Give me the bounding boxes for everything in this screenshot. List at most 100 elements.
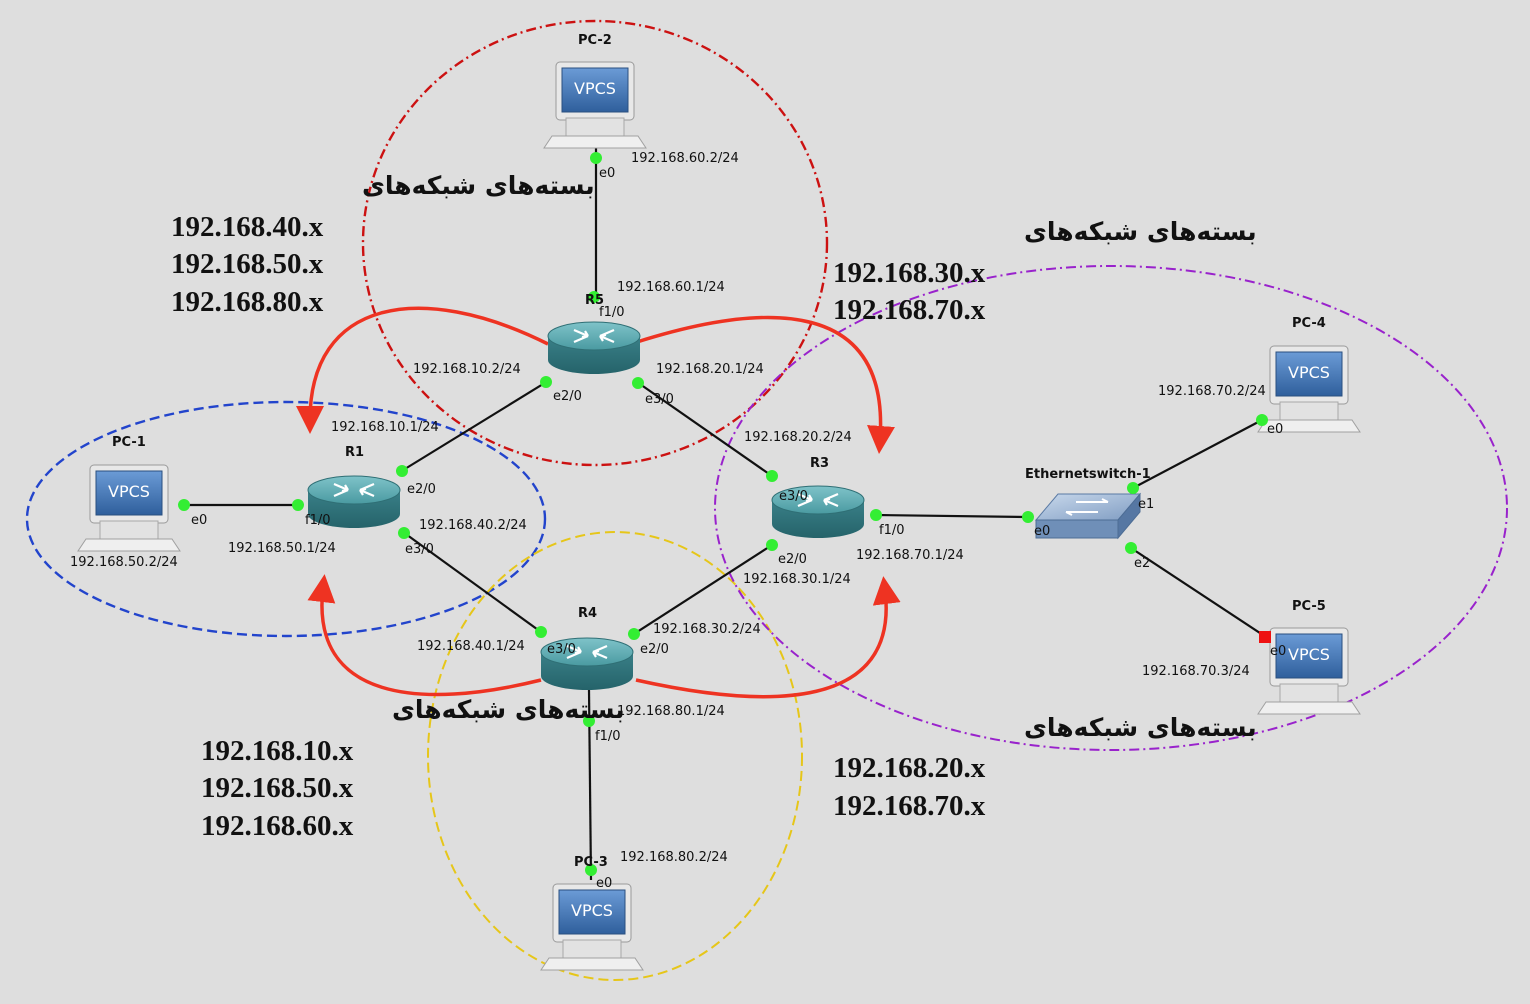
- interface-label: f1/0: [879, 523, 905, 538]
- interface-label: e0: [1270, 644, 1286, 659]
- interface-label: e0: [191, 513, 207, 528]
- port-dot: [1256, 414, 1268, 426]
- arrow-r4-to-r3: [635, 576, 901, 699]
- pc-2[interactable]: VPCS: [543, 61, 647, 149]
- pc-label: VPCS: [1288, 363, 1330, 382]
- interface-label: f1/0: [599, 305, 625, 320]
- zone-r1-ellipse: [25, 400, 547, 638]
- annotation-bottom-left: بسته‌های شبکه‌های 192.168.10.x 192.168.5…: [201, 695, 625, 842]
- device-name: R1: [345, 445, 364, 460]
- interface-label: e3/0: [547, 642, 576, 657]
- annotation-top-right: بسته‌های شبکه‌های 192.168.30.x 192.168.7…: [833, 217, 1257, 326]
- port-dot: [628, 628, 640, 640]
- device-name: R3: [810, 456, 829, 471]
- device-name: PC-2: [578, 33, 612, 48]
- interface-label: e0: [1034, 524, 1050, 539]
- port-dot: [1125, 542, 1137, 554]
- port-dot: [540, 376, 552, 388]
- ip-address-label: 192.168.30.2/24: [653, 622, 761, 637]
- device-name: Ethernetswitch-1: [1025, 467, 1151, 482]
- ip-address-label: 192.168.50.1/24: [228, 541, 336, 556]
- router-r5[interactable]: [546, 320, 642, 376]
- pc-3[interactable]: VPCS: [540, 883, 644, 971]
- arrow-r4-to-r1: [307, 574, 542, 697]
- port-dot: [535, 626, 547, 638]
- link-r5-r1: [399, 380, 549, 473]
- pc-label: VPCS: [1288, 645, 1330, 664]
- annotation-network: 192.168.30.x: [833, 257, 986, 289]
- pc-label: VPCS: [108, 482, 150, 501]
- annotation-top-left: بسته‌های شبکه‌های 192.168.40.x 192.168.5…: [171, 171, 595, 318]
- ip-address-label: 192.168.70.1/24: [856, 548, 964, 563]
- ethernet-switch-icon: [1034, 492, 1142, 540]
- pc-4[interactable]: VPCS: [1257, 345, 1361, 433]
- link-r1-r4: [402, 531, 542, 633]
- annotation-network: 192.168.70.x: [833, 294, 986, 326]
- device-names: PC-2 PC-1 PC-4 PC-5 PC-3 R5 R1 R3 R4 Eth…: [112, 33, 1326, 870]
- port-dot: [585, 864, 597, 876]
- interface-label: e3/0: [779, 489, 808, 504]
- ip-address-label: 192.168.60.2/24: [631, 151, 739, 166]
- interface-label: e2: [1134, 556, 1150, 571]
- annotation-network: 192.168.40.x: [171, 211, 324, 243]
- port-dot: [178, 499, 190, 511]
- pc-5[interactable]: VPCS: [1257, 627, 1361, 715]
- port-status: [178, 152, 1268, 876]
- vpcs-computer-icon: [1257, 627, 1361, 715]
- link-switch-pc4: [1132, 419, 1263, 489]
- device-name: PC-4: [1292, 316, 1326, 331]
- annotation-bottom-right: بسته‌های شبکه‌های 192.168.20.x 192.168.7…: [833, 713, 1257, 822]
- ip-address-label: 192.168.30.1/24: [743, 572, 851, 587]
- vpcs-computer-icon: [540, 883, 644, 971]
- interface-label: e0: [599, 166, 615, 181]
- pc-1[interactable]: VPCS: [77, 464, 181, 552]
- ip-address-label: 192.168.40.2/24: [419, 518, 527, 533]
- port-dot: [398, 527, 410, 539]
- annotation-title: بسته‌های شبکه‌های: [392, 695, 625, 724]
- interface-labels: e0 f1/0 e2/0 e3/0 e2/0 f1/0 e3/0 e0 e3/0…: [191, 166, 1286, 891]
- ethernet-switch[interactable]: [1034, 492, 1142, 540]
- interface-label: e2/0: [553, 389, 582, 404]
- zone-r3-ellipse: [714, 265, 1508, 751]
- port-dot: [590, 152, 602, 164]
- port-dot: [632, 377, 644, 389]
- annotation-network: 192.168.70.x: [833, 790, 986, 822]
- annotation-network: 192.168.10.x: [201, 735, 354, 767]
- annotation-title: بسته‌های شبکه‌های: [362, 171, 595, 200]
- annotation-title: بسته‌های شبکه‌های: [1024, 713, 1257, 742]
- annotation-title: بسته‌های شبکه‌های: [1024, 217, 1257, 246]
- pc-label: VPCS: [574, 79, 616, 98]
- vpcs-computer-icon: [1257, 345, 1361, 433]
- ip-labels: 192.168.60.2/24 192.168.60.1/24 192.168.…: [70, 151, 1266, 865]
- device-name: R5: [585, 293, 604, 308]
- vpcs-computer-icon: [77, 464, 181, 552]
- packet-flow-arrows: [296, 306, 901, 699]
- arrow-r5-to-r3: [636, 315, 895, 454]
- ip-address-label: 192.168.50.2/24: [70, 555, 178, 570]
- ip-address-label: 192.168.20.2/24: [744, 430, 852, 445]
- port-down-indicator: [1259, 631, 1271, 643]
- interface-label: e2/0: [778, 552, 807, 567]
- interface-label: e0: [1267, 422, 1283, 437]
- port-dot: [396, 465, 408, 477]
- port-dot: [766, 539, 778, 551]
- interface-label: f1/0: [595, 729, 621, 744]
- link-r3-r4: [633, 544, 773, 635]
- port-dot: [1127, 482, 1139, 494]
- ip-address-label: 192.168.40.1/24: [417, 639, 525, 654]
- router-icon: [546, 320, 642, 376]
- device-name: PC-5: [1292, 599, 1326, 614]
- interface-label: e2/0: [407, 482, 436, 497]
- port-dot: [292, 499, 304, 511]
- zone-r4-ellipse: [427, 531, 803, 981]
- annotation-network: 192.168.80.x: [171, 286, 324, 318]
- annotation-network: 192.168.60.x: [201, 810, 354, 842]
- zone-r5-ellipse: [361, 19, 829, 467]
- interface-label: e2/0: [640, 642, 669, 657]
- ip-address-label: 192.168.80.1/24: [617, 704, 725, 719]
- ip-address-label: 192.168.60.1/24: [617, 280, 725, 295]
- vpcs-computer-icon: [543, 61, 647, 149]
- pc-label: VPCS: [571, 901, 613, 920]
- link-r3-switch: [875, 513, 1029, 519]
